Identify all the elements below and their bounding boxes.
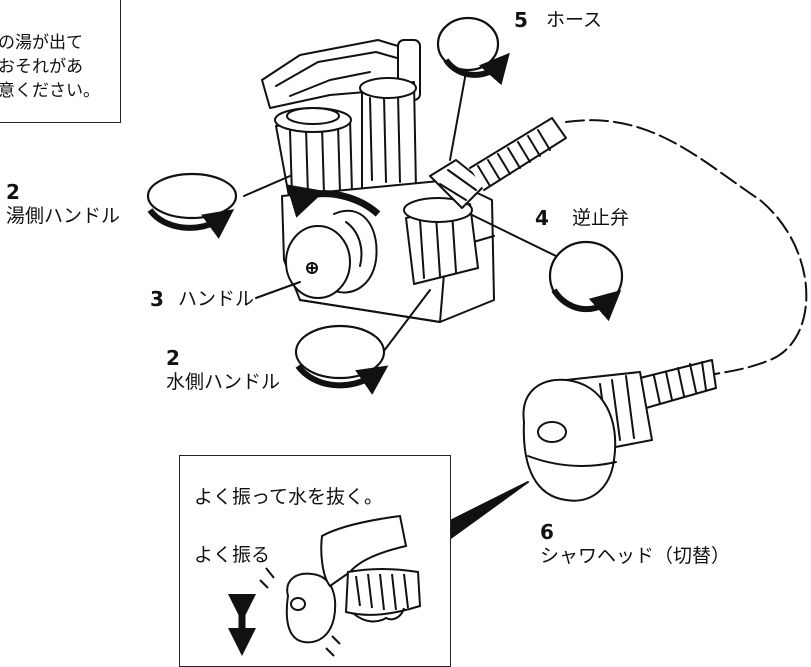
inset-title: よく振って水を抜く。 bbox=[194, 486, 384, 508]
check-valve-label: 逆止弁 bbox=[572, 207, 630, 229]
warning-line: おそれがあ bbox=[0, 57, 83, 77]
rotation-arrow-center bbox=[286, 184, 381, 218]
hot-handle-number: 2 bbox=[6, 180, 20, 204]
hose-dashed bbox=[565, 119, 808, 377]
inset-box: よく振って水を抜く。 よく振る bbox=[179, 455, 451, 667]
leader-check-valve bbox=[469, 213, 561, 259]
shake-drawing bbox=[228, 514, 422, 657]
warning-line: 意ください。 bbox=[0, 81, 100, 101]
rotation-arrow-hot-handle bbox=[146, 172, 238, 239]
inset-caption: よく振る bbox=[194, 544, 271, 566]
callout-pointer bbox=[447, 481, 529, 541]
shake-marks bbox=[259, 567, 341, 657]
hose-corrugated-bottom bbox=[639, 359, 717, 409]
warning-line: の湯が出て bbox=[0, 33, 83, 53]
rotation-arrows bbox=[146, 16, 624, 395]
hose-number: 5 bbox=[514, 8, 528, 32]
hand bbox=[320, 514, 408, 588]
rotation-arrow-cold-handle bbox=[294, 324, 389, 395]
hot-handle-body bbox=[274, 107, 353, 203]
small-shower-head bbox=[285, 572, 337, 644]
leader-handle bbox=[255, 281, 301, 299]
shower-head-number: 6 bbox=[540, 520, 554, 544]
hot-handle-label: 湯側ハンドル bbox=[6, 205, 121, 227]
rotation-arrow-hose bbox=[436, 16, 510, 86]
center-handle bbox=[285, 209, 378, 299]
cold-handle-label: 水側ハンドル bbox=[166, 371, 281, 393]
leader-hose bbox=[449, 71, 467, 161]
mounting-bracket bbox=[261, 39, 421, 109]
warning-box: の湯が出て おそれがあ 意ください。 bbox=[0, 0, 121, 123]
cold-handle-number: 2 bbox=[166, 346, 180, 370]
handle-label: ハンドル bbox=[178, 288, 255, 310]
handle-number: 3 bbox=[150, 287, 164, 311]
leader-hot-handle bbox=[243, 175, 291, 197]
check-valve-number: 4 bbox=[535, 206, 549, 230]
cold-handle-body bbox=[403, 197, 479, 285]
hose-corrugated-top bbox=[469, 117, 567, 191]
hot-valve-column bbox=[359, 77, 417, 197]
rotation-arrow-check-valve bbox=[548, 240, 624, 322]
hose-label: ホース bbox=[546, 9, 603, 31]
shower-head bbox=[522, 371, 653, 502]
shower-head-label: シャワヘッド（切替） bbox=[540, 545, 731, 567]
